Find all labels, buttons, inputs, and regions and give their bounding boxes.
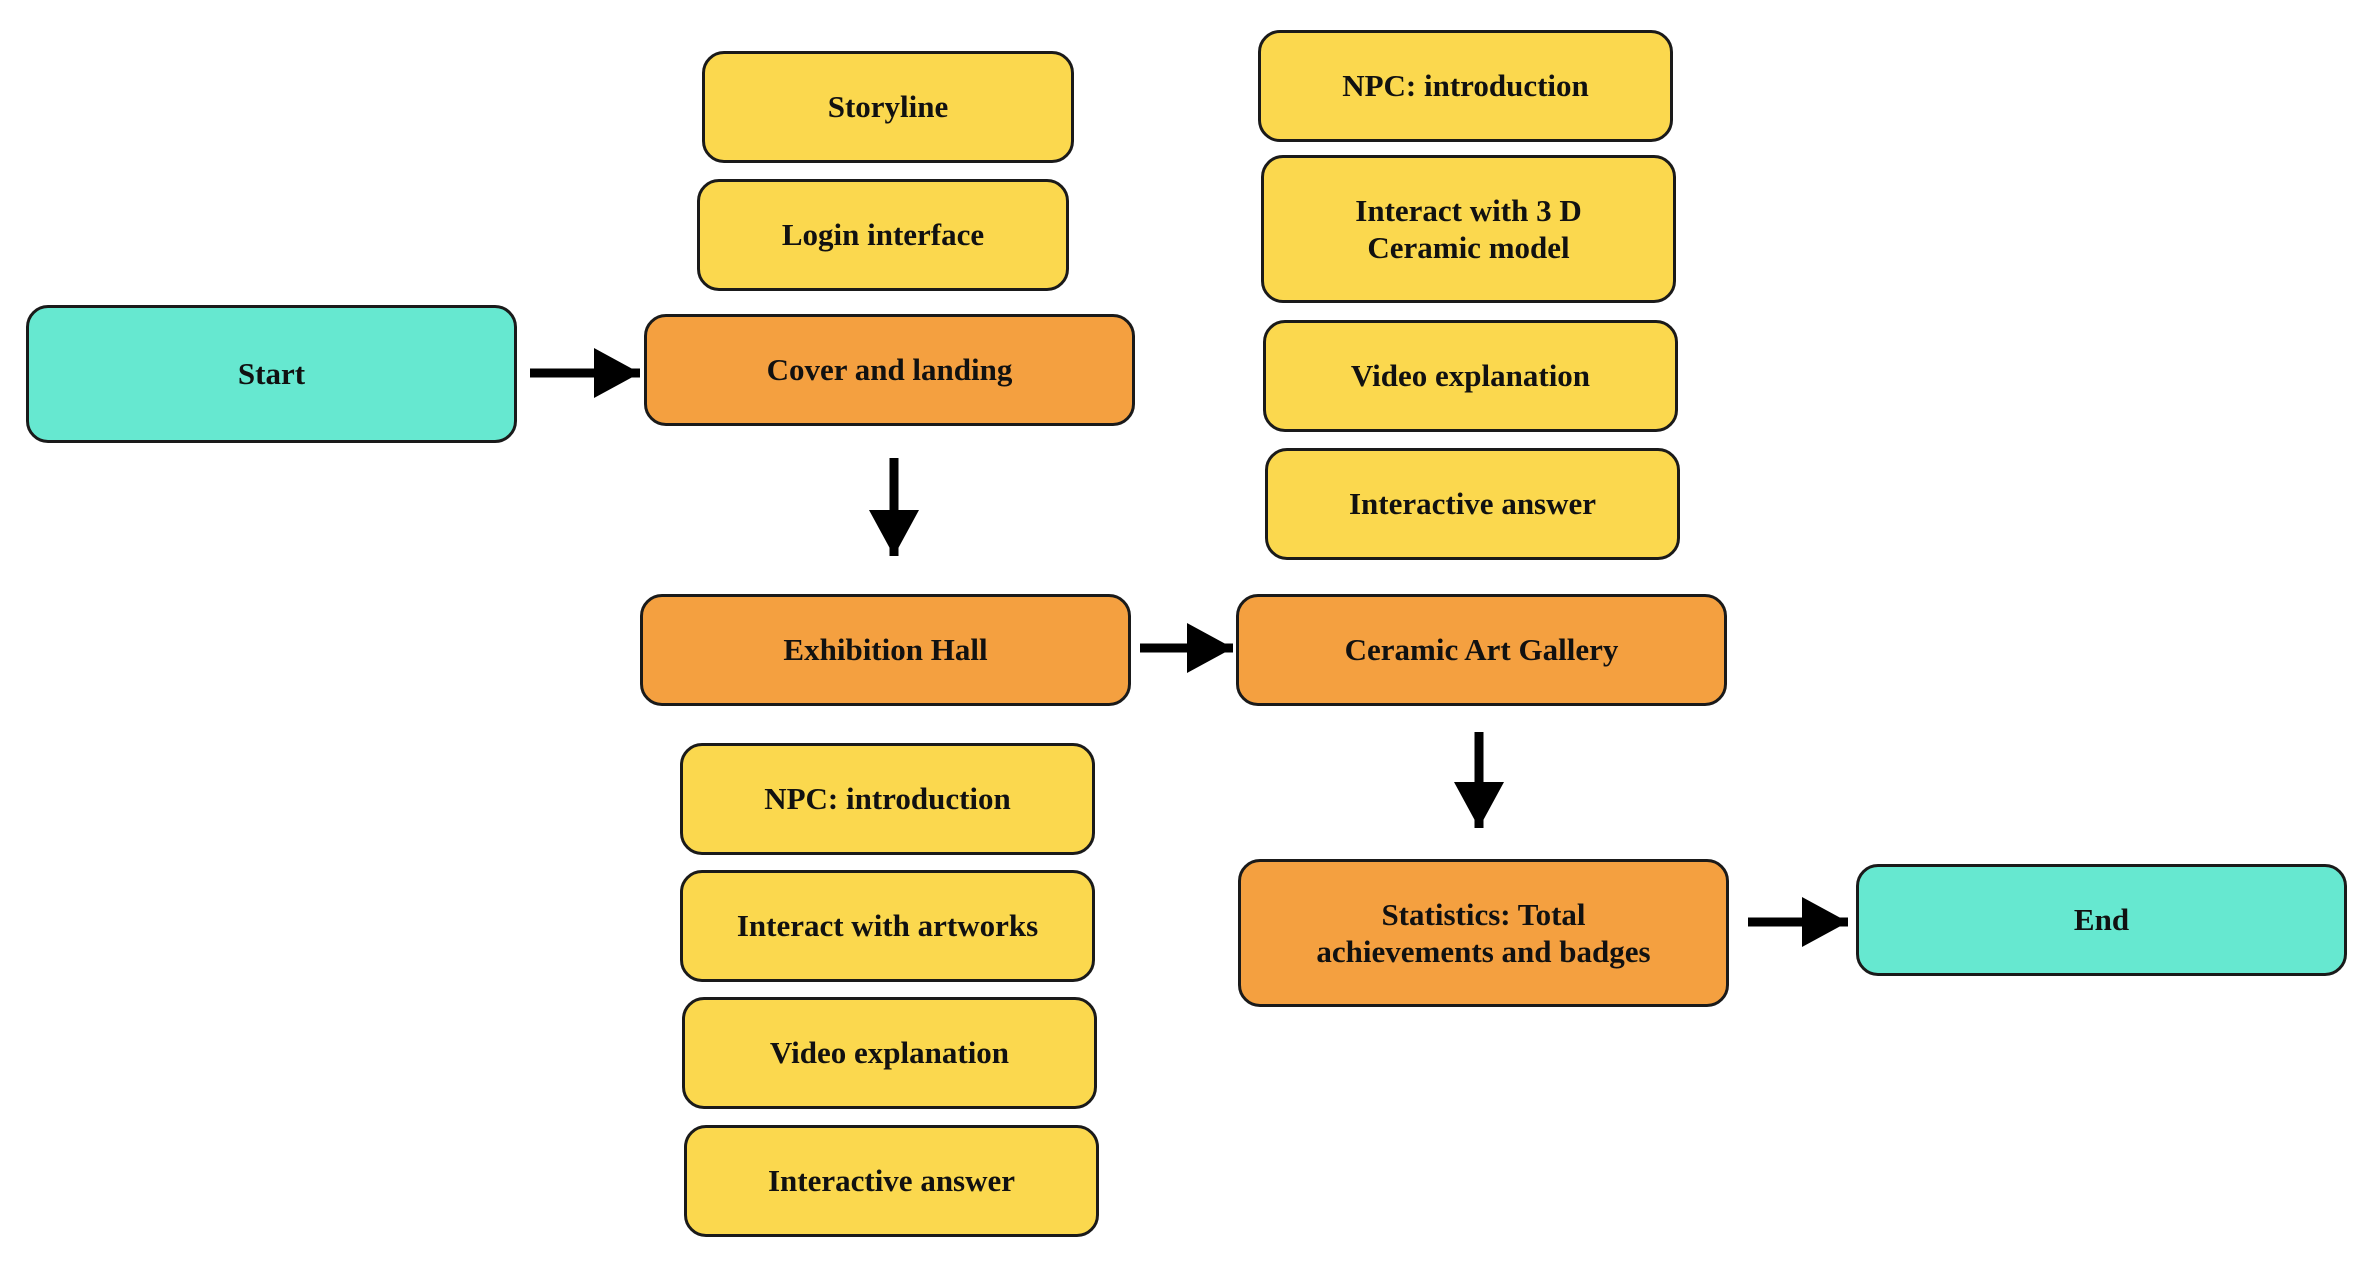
hall-interactive-answer-node: Interactive answer (684, 1125, 1099, 1237)
storyline-node: Storyline (702, 51, 1074, 163)
ceramic-art-gallery-node: Ceramic Art Gallery (1236, 594, 1727, 706)
end-node: End (1856, 864, 2347, 976)
statistics-node: Statistics: Total achievements and badge… (1238, 859, 1729, 1007)
cover-and-landing-node: Cover and landing (644, 314, 1135, 426)
hall-interact-with-artworks-node: Interact with artworks (680, 870, 1095, 982)
start-node: Start (26, 305, 517, 443)
login-interface-node: Login interface (697, 179, 1069, 291)
gallery-video-explanation-node: Video explanation (1263, 320, 1678, 432)
gallery-interactive-answer-node: Interactive answer (1265, 448, 1680, 560)
hall-npc-introduction-node: NPC: introduction (680, 743, 1095, 855)
exhibition-hall-node: Exhibition Hall (640, 594, 1131, 706)
gallery-npc-introduction-node: NPC: introduction (1258, 30, 1673, 142)
gallery-interact-3d-model-node: Interact with 3 D Ceramic model (1261, 155, 1676, 303)
hall-video-explanation-node: Video explanation (682, 997, 1097, 1109)
